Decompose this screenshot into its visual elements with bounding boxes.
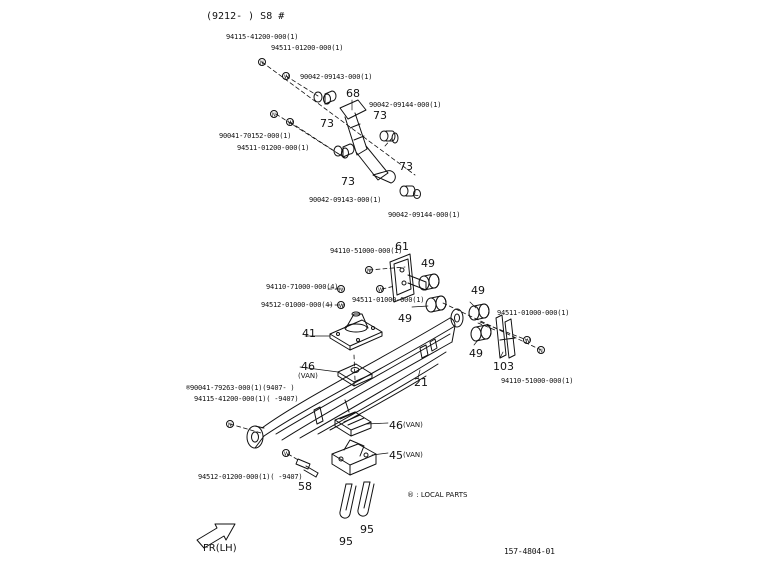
van-note: (VAN) (403, 451, 423, 459)
svg-text:N: N (367, 269, 371, 275)
front-direction-label: FR(LH) (203, 543, 237, 554)
ref-number: 49 (471, 284, 485, 297)
ref-number: 73 (320, 117, 334, 130)
ref-number: 49 (398, 312, 412, 325)
leaf-spring-icon (247, 309, 463, 448)
ref-number: 95 (360, 523, 374, 536)
ref-number: 95 (339, 535, 353, 548)
part-number: 94110-71000-000(4) (266, 283, 339, 291)
bolt-washer-icon: N N W W W N N W (227, 267, 545, 458)
ref-number: 46 (389, 419, 403, 432)
svg-text:N: N (260, 61, 264, 67)
part-number: 90041-70152-000(1) (219, 132, 292, 140)
ref-number: 73 (341, 175, 355, 188)
part-number: 94511-01000-000(1) (352, 296, 425, 304)
shackle-icon (496, 315, 515, 358)
ref-number: 68 (346, 87, 360, 100)
ref-number: 103 (493, 360, 514, 373)
legend: ® : LOCAL PARTS (407, 492, 467, 499)
van-note: (VAN) (298, 372, 318, 380)
part-number: 94110-51000-000(1) (501, 377, 574, 385)
part-number: 94511-01200-000(1) (271, 44, 344, 52)
ref-number: 21 (414, 376, 428, 389)
part-number: 90042-09144-000(1) (388, 211, 461, 219)
ref-leaders (300, 100, 503, 455)
svg-text:W: W (288, 121, 293, 127)
bushing-icon (314, 91, 354, 158)
spacer-icon (338, 364, 372, 386)
ref-number: 41 (302, 327, 316, 340)
u-bolt-icon (340, 482, 374, 518)
part-number: 94110-51000-000(1) (330, 247, 403, 255)
part-number: ®90041-79263-000(1)(9407- ) (186, 384, 295, 392)
ref-number: 73 (373, 109, 387, 122)
part-number: 94512-01000-000(4) (261, 301, 334, 309)
ref-number: 61 (395, 240, 409, 253)
bushing-icon (419, 274, 491, 341)
bump-stopper-icon (330, 312, 382, 350)
svg-text:N: N (272, 113, 276, 119)
legend-text: : LOCAL PARTS (416, 491, 468, 499)
svg-text:W: W (284, 75, 289, 81)
svg-text:N: N (539, 349, 543, 355)
bolt-icon (296, 459, 318, 477)
ref-number: 45 (389, 449, 403, 462)
svg-text:W: W (525, 339, 530, 345)
hanger-bracket-icon (390, 254, 426, 302)
ref-number: 46 (301, 360, 315, 373)
part-number: 94115-41200-000(1) (226, 33, 299, 41)
ref-number: 49 (469, 347, 483, 360)
spacer-icon (335, 412, 371, 436)
svg-text:W: W (378, 288, 383, 294)
van-note: (VAN) (403, 421, 423, 429)
diagram-header: (9212- ) S8 # (206, 11, 285, 22)
svg-text:N: N (339, 288, 343, 294)
part-number: 90042-09143-000(1) (309, 196, 382, 204)
bushing-icon (380, 131, 421, 199)
part-number: 94512-01200-000(1)( -9407) (198, 473, 303, 481)
part-number: 94511-01200-000(1) (237, 144, 310, 152)
washer-icon: N W N W (259, 59, 294, 127)
part-number: 94511-01000-000(1) (497, 309, 570, 317)
part-number: 90042-09144-000(1) (369, 101, 442, 109)
front-direction-arrow-icon (197, 524, 235, 548)
local-parts-mark: ® (407, 491, 414, 499)
figure-code: 157-4804-01 (504, 547, 555, 556)
svg-text:N: N (228, 423, 232, 429)
ref-number: 49 (421, 257, 435, 270)
svg-text:W: W (284, 452, 289, 458)
ref-number: 73 (399, 160, 413, 173)
spring-seat-icon (332, 440, 376, 475)
ref-number: 58 (298, 480, 312, 493)
part-number: 90042-09143-000(1) (300, 73, 373, 81)
part-number: 94115-41200-000(1)( -9407) (194, 395, 299, 403)
svg-text:W: W (339, 304, 344, 310)
